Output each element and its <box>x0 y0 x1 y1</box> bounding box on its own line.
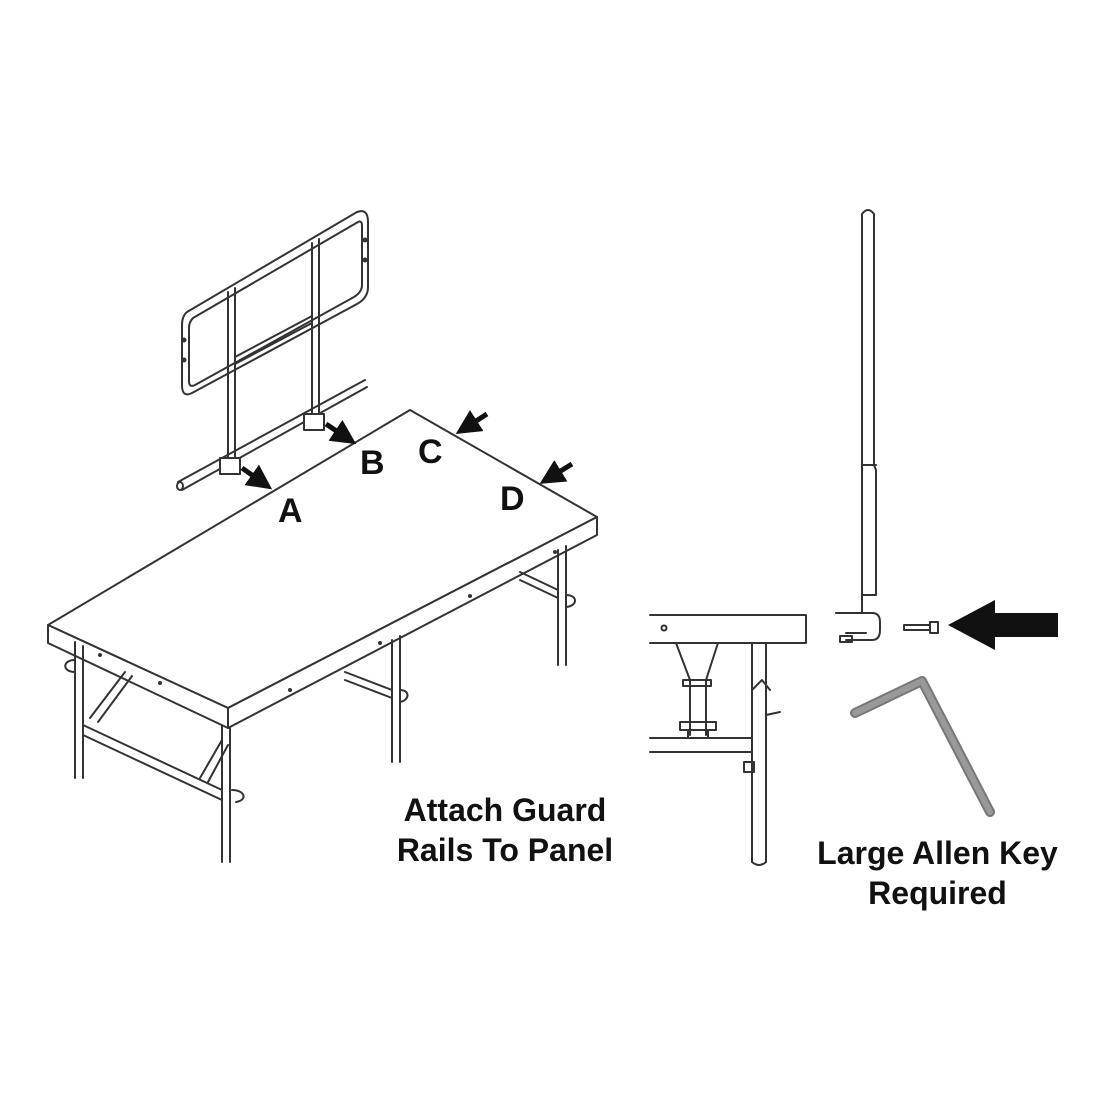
stage-platform <box>47 409 598 863</box>
callout-label-a: A <box>278 492 303 530</box>
callout-label-d: D <box>500 480 525 518</box>
callout-label-b: B <box>360 444 385 482</box>
table-edge-detail <box>649 614 807 866</box>
attach-caption: Attach Guard Rails To Panel <box>360 790 650 870</box>
guard-rail <box>176 210 369 491</box>
platform-rivets <box>98 550 557 692</box>
arrow-b <box>324 419 357 445</box>
rail-clamp <box>835 612 881 641</box>
leg-hooks <box>64 594 576 803</box>
detail-closeup <box>649 209 939 866</box>
platform-side-edge <box>227 516 598 729</box>
platform-legs <box>74 545 567 863</box>
allen-key-icon <box>850 676 995 817</box>
allen-key-caption: Large Allen Key Required <box>800 833 1075 913</box>
allen-bolt <box>903 621 939 634</box>
platform-braces <box>82 571 559 801</box>
block-arrow-icon <box>948 600 1058 650</box>
allen-key-caption-line1: Large Allen Key <box>817 835 1058 871</box>
callout-label-c: C <box>418 433 443 471</box>
rail-post <box>861 209 877 596</box>
attach-caption-line1: Attach Guard <box>403 792 607 828</box>
arrow-d <box>539 460 574 484</box>
arrow-a <box>240 464 273 490</box>
callout-arrows <box>240 410 574 490</box>
allen-key-caption-line2: Required <box>868 875 1007 911</box>
attach-caption-line2: Rails To Panel <box>396 832 614 868</box>
arrow-c <box>455 410 489 435</box>
